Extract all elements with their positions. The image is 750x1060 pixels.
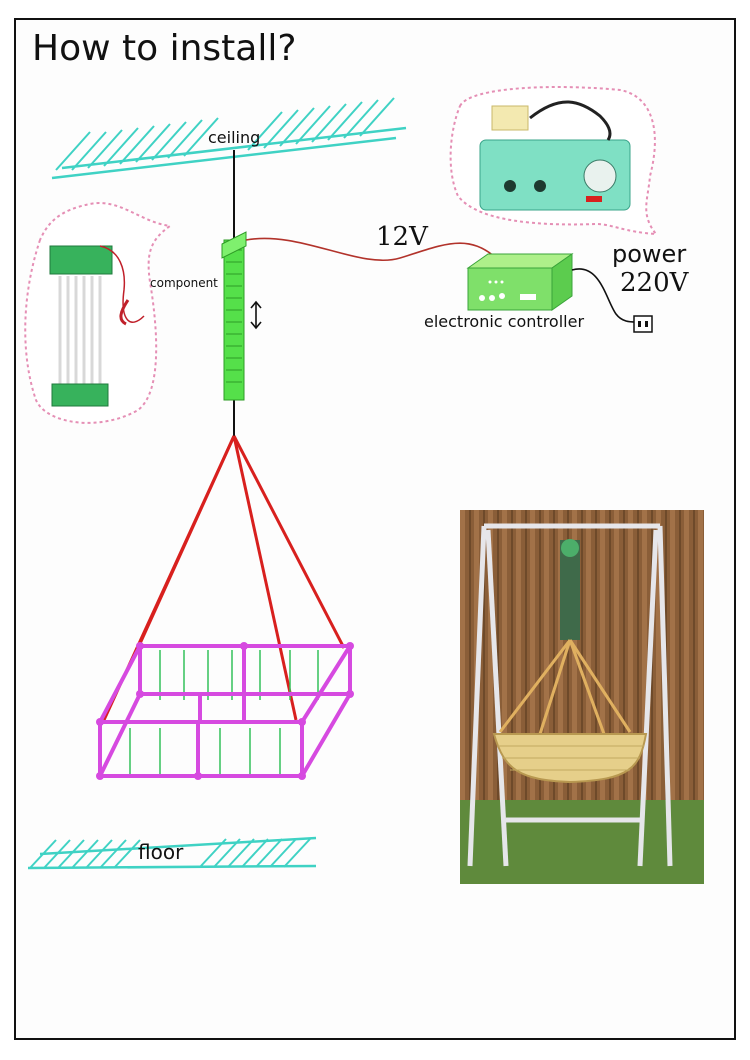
power-socket-icon — [633, 315, 653, 333]
installed-cradle-photo — [460, 510, 704, 884]
ceiling-hatch — [51, 97, 407, 180]
wire-12v — [245, 237, 501, 263]
controller-detail-bubble — [449, 86, 659, 236]
power-cord — [571, 268, 637, 323]
component-label: component — [150, 276, 218, 290]
page-title: How to install? — [32, 28, 297, 69]
spring-component — [221, 231, 247, 401]
controller-box — [466, 253, 574, 311]
up-down-arrow-icon — [250, 300, 262, 330]
floor-hatch — [27, 836, 317, 870]
floor-label: floor — [138, 840, 184, 864]
cot-frame — [96, 642, 354, 780]
controller-label: electronic controller — [424, 312, 585, 331]
voltage-220v-label: 220V — [620, 268, 689, 298]
power-label: power — [612, 240, 687, 268]
spring-detail-bubble — [24, 202, 173, 424]
ceiling-label: ceiling — [208, 128, 261, 147]
voltage-12v-label: 12V — [376, 222, 428, 252]
